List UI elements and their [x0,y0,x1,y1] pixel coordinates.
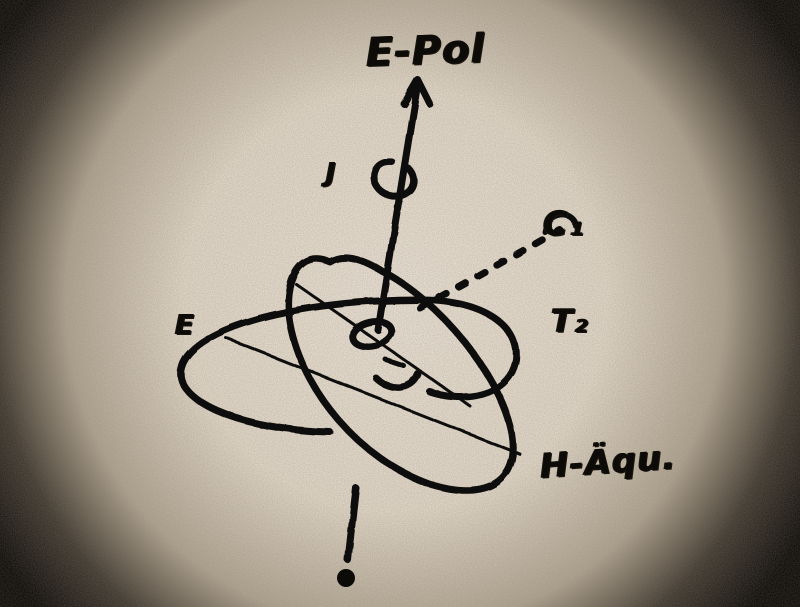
ecliptic-axis-line [224,336,522,456]
lower-axis-line [344,484,360,564]
center-loop [348,318,396,350]
label-c1: C₁ [543,204,585,244]
pole-axis [374,78,422,334]
c1-dashed-line [416,226,564,312]
rotation-arrow [370,158,417,200]
label-ecliptic: E [175,308,196,341]
ecliptic-ellipse [177,296,520,436]
equator-ellipse [284,254,517,494]
axis-end-dot [337,569,355,587]
pole-arrowhead [400,76,434,108]
center-angle-mark [372,370,422,391]
label-top-pole: E-Pol [365,25,487,77]
c1-hook [542,212,579,235]
label-t2: T₂ [551,302,589,340]
center-short-mark [383,357,407,369]
label-spin: J [326,158,337,188]
